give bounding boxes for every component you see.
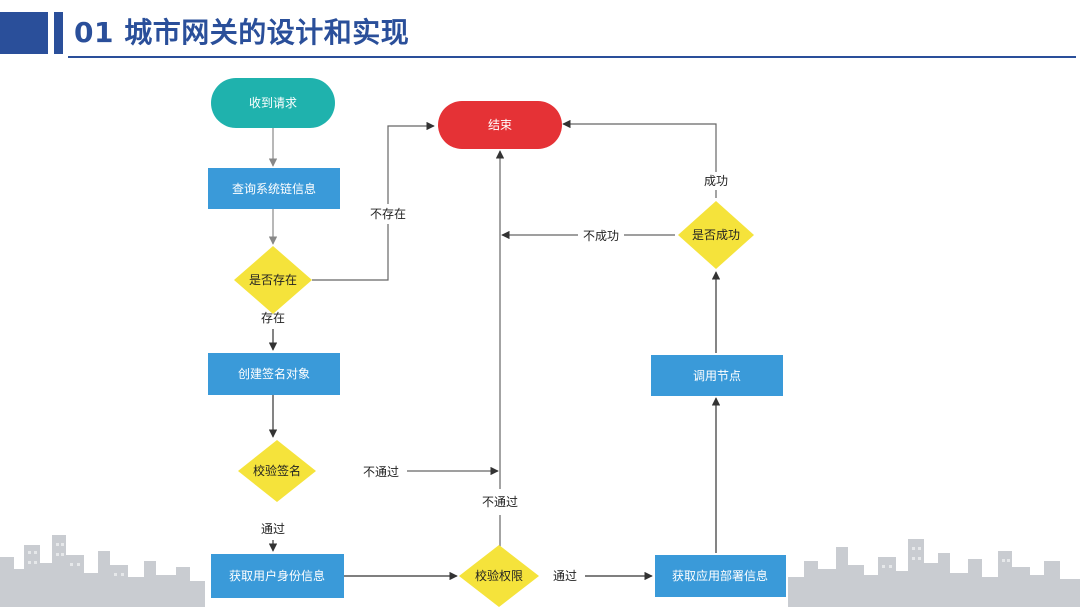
edge-success-to-end [562,119,717,198]
edge-label-success: 成功 [704,174,728,188]
call-node-label: 调用节点 [693,369,741,383]
verify-signature-label: 校验签名 [253,463,301,478]
edge-label-pass-perm: 通过 [553,569,577,583]
edge-label-not-pass-sign: 不通过 [363,465,399,479]
edge-exists-to-end [312,121,435,281]
start-node-label: 收到请求 [249,96,297,110]
edge-label-not-exist: 不存在 [370,207,406,221]
header-accent-block [0,12,48,54]
success-decision-label: 是否成功 [692,228,740,242]
verify-permission-diamond [459,545,539,607]
header-accent-bar [54,12,63,54]
get-app-info-box [655,555,786,597]
header-divider [68,56,1076,58]
city-skyline-left-image [0,535,205,607]
verify-permission-label: 校验权限 [475,568,523,583]
success-decision-diamond [678,201,754,269]
end-node-label: 结束 [488,118,512,132]
end-node [438,101,562,149]
query-chain-info-box [208,168,340,209]
verify-signature-diamond [238,440,316,502]
query-chain-info-label: 查询系统链信息 [232,181,316,196]
city-skyline-right-image [788,539,1080,607]
edge-label-not-pass-perm: 不通过 [482,495,518,509]
exists-decision-label: 是否存在 [249,273,297,287]
edge-label-pass-sign: 通过 [261,522,285,536]
create-signature-box [208,353,340,395]
edge-label-exist: 存在 [261,311,285,325]
page-title: 01 城市网关的设计和实现 [74,16,410,49]
start-node [211,78,335,128]
exists-decision-diamond [234,246,312,314]
call-node-box [651,355,783,396]
create-signature-label: 创建签名对象 [238,366,310,381]
get-user-info-box [211,554,344,598]
get-user-info-label: 获取用户身份信息 [229,568,325,583]
get-app-info-label: 获取应用部署信息 [672,568,768,583]
edge-label-not-success: 不成功 [583,229,619,243]
flow-edges [268,119,721,581]
